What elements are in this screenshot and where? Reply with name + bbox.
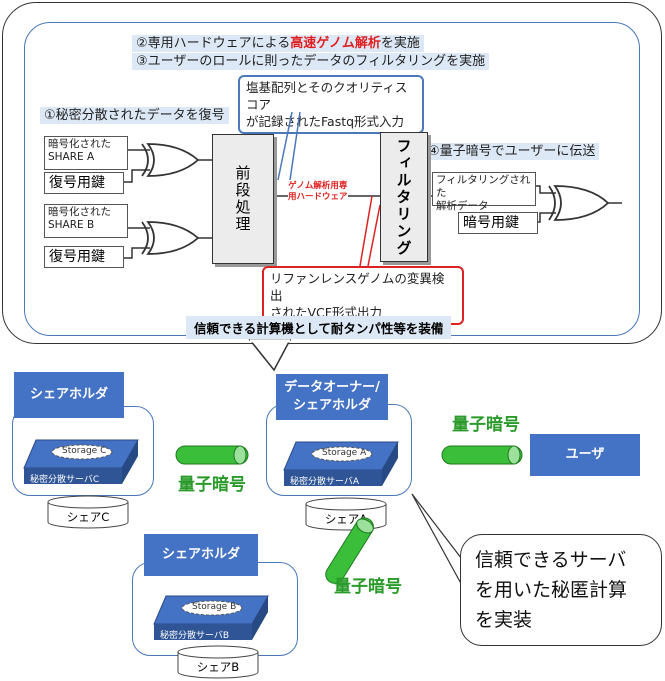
xor-gate-icon (141, 143, 200, 177)
xor-gate-icon (141, 221, 200, 255)
storage-a-label: Storage A (322, 448, 367, 458)
quantum-label-b: 量子暗号 (334, 577, 402, 597)
filtering-block: フィルタリング (380, 132, 428, 262)
disk-c-icon (47, 495, 129, 529)
storage-b-label: Storage B (192, 602, 237, 612)
bubble-tail (248, 339, 292, 372)
line3: ③ユーザーのロールに則ったデータのフィルタリングを実施 (132, 50, 490, 70)
tamper-resistance-label: 信頼できる計算機として耐タンパ性等を装備 (186, 316, 452, 339)
server-b-icon (153, 595, 269, 640)
quantum-tube-icon (175, 445, 249, 465)
server-a-label: 秘密分散サーバA (290, 477, 360, 487)
decrypt-key-a: 復号用鍵 (44, 172, 124, 194)
quantum-label-user: 量子暗号 (452, 415, 520, 435)
storage-c-label: Storage C (62, 446, 107, 456)
preprocess-block: 前段処理 (212, 134, 274, 264)
node-a-role: データオーナー/シェアホルダ (276, 374, 388, 420)
share-b-label: シェアB (196, 660, 240, 674)
trusted-server-note: 信頼できるサーバ を用いた秘匿計算 を実装 (460, 534, 662, 646)
quantum-tube-icon (325, 517, 374, 584)
disk-b-icon (177, 645, 259, 679)
step1-label: ①秘密分散されたデータを復号 (40, 104, 229, 124)
filtered-data-box: フィルタリングされた解析データ (432, 172, 536, 212)
node-c-role: シェアホルダ (14, 372, 124, 418)
quantum-label-c: 量子暗号 (178, 475, 246, 495)
step4-label: ④量子暗号でユーザーに伝送 (424, 140, 600, 160)
xor-gate-icon (548, 185, 610, 221)
node-b-role: シェアホルダ (144, 534, 258, 576)
decrypt-key-b: 復号用鍵 (44, 246, 124, 268)
share-c-label: シェアC (66, 510, 110, 524)
fastq-input-note: 塩基配列とそのクオリティスコア が記録されたFastq形式入力 (238, 75, 424, 134)
user-node: ユーザ (530, 434, 640, 476)
server-a-icon (283, 441, 399, 486)
logic-diagram (122, 111, 622, 267)
server-c-label: 秘密分散サーバC (30, 475, 100, 485)
genome-hardware-label: ゲノム解析用専用ハードウェア (288, 181, 348, 203)
cipher-key: 暗号用鍵 (458, 212, 538, 234)
line2: ②専用ハードウェアによる高速ゲノム解析を実施 (132, 32, 424, 52)
quantum-tube-icon (441, 445, 523, 465)
server-c-icon (23, 439, 139, 484)
server-b-label: 秘密分散サーバB (160, 631, 230, 641)
